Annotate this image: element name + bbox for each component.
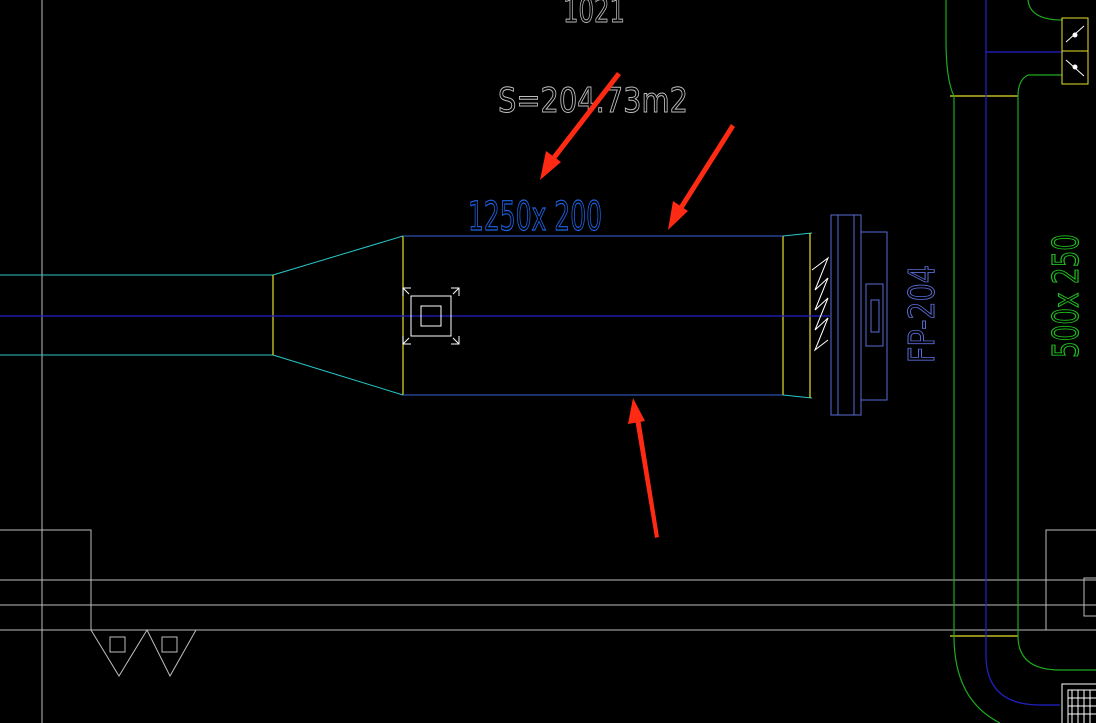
- annotation-arrow-2: [668, 124, 735, 230]
- damper-valve-icon[interactable]: [1061, 17, 1089, 85]
- fan-coil-unit[interactable]: [830, 214, 888, 416]
- branch-centerline: [985, 0, 1062, 706]
- branch-duct-right: [945, 0, 1096, 723]
- fan-coil-tag-label: FP-204: [902, 265, 943, 363]
- damper-valve-blades: [1065, 25, 1085, 77]
- supply-duct-left: [0, 232, 813, 399]
- annotation-arrows: [540, 72, 735, 538]
- main-duct-size-label: 1250x 200: [468, 194, 602, 240]
- branch-duct-size-label: 500x 250: [1046, 234, 1087, 358]
- fan-coil-filter: [811, 256, 830, 352]
- diffuser-symbols: [90, 628, 197, 678]
- return-grille-icon[interactable]: [1061, 683, 1096, 723]
- annotation-arrow-3: [628, 398, 659, 538]
- room-area-label: S=204.73m2: [498, 81, 688, 121]
- selection-grip-icon[interactable]: [402, 287, 460, 345]
- room-number-label: 1021: [563, 0, 625, 31]
- main-duct-body: [403, 235, 783, 396]
- annotation-arrow-1: [540, 72, 621, 180]
